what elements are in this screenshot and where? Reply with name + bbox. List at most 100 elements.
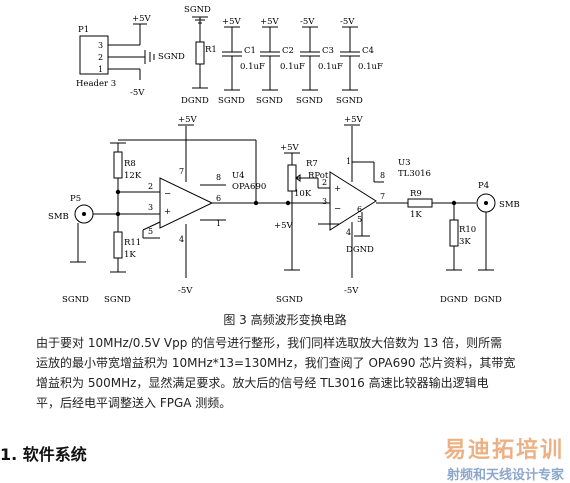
- svg-text:P5: P5: [70, 194, 81, 204]
- svg-text:-5V: -5V: [178, 286, 193, 296]
- svg-text:SGND: SGND: [296, 96, 323, 106]
- svg-text:+5V: +5V: [260, 17, 280, 27]
- svg-text:DGND: DGND: [474, 295, 502, 305]
- potentiometer-r7: +5V R7 RPot 10K SGND: [276, 143, 330, 305]
- svg-text:2: 2: [148, 182, 153, 191]
- capacitor-c1: +5V C1 0.1uF SGND: [218, 17, 265, 106]
- svg-text:DGND: DGND: [181, 96, 209, 106]
- circuit-schematic: P1 3 2 1 Header 3 +5V SGND -5V SGND R1 D…: [48, 5, 520, 305]
- svg-text:7: 7: [179, 167, 184, 176]
- resistor-r10: R10 3K DGND: [440, 203, 476, 305]
- paragraph-line: 平，后经电平调整送入 FPGA 测频。: [36, 396, 232, 410]
- svg-text:6: 6: [357, 205, 362, 214]
- svg-text:+5V: +5V: [280, 143, 300, 153]
- watermark-logo: 易迪拓培训 射频和天线设计专家: [444, 432, 564, 483]
- svg-text:3: 3: [322, 197, 327, 206]
- svg-text:5: 5: [357, 215, 362, 224]
- svg-text:-5V: -5V: [344, 286, 359, 296]
- svg-text:SMB: SMB: [48, 212, 69, 222]
- connector-p4: P4 SMB DGND: [474, 181, 520, 305]
- svg-text:R7: R7: [306, 159, 318, 169]
- watermark-line1: 易迪拓培训: [443, 438, 564, 463]
- svg-text:P4: P4: [478, 181, 489, 191]
- svg-text:10K: 10K: [294, 189, 312, 199]
- svg-text:OPA690: OPA690: [232, 182, 266, 192]
- header-p1: P1 3 2 1 Header 3 +5V SGND -5V: [76, 14, 185, 98]
- svg-text:0.1uF: 0.1uF: [358, 62, 383, 72]
- paragraph-line: 由于要对 10MHz/0.5V Vpp 的信号进行整形，我们同样选取放大倍数为 …: [36, 336, 503, 350]
- figure-caption: 图 3 高频波形变换电路: [223, 313, 347, 327]
- svg-text:SMB: SMB: [499, 200, 520, 210]
- svg-text:SGND: SGND: [184, 5, 211, 15]
- svg-text:R8: R8: [124, 159, 136, 169]
- svg-text:12K: 12K: [124, 171, 142, 181]
- svg-text:SGND: SGND: [276, 295, 303, 305]
- resistor-r8: R8 12K: [110, 142, 160, 193]
- svg-text:-5V: -5V: [130, 88, 145, 98]
- svg-text:1K: 1K: [410, 210, 422, 220]
- svg-text:7: 7: [380, 192, 385, 201]
- svg-text:+5V: +5V: [222, 17, 242, 27]
- svg-text:SGND: SGND: [104, 295, 131, 305]
- watermark-line2: 射频和天线设计专家: [446, 468, 564, 483]
- svg-text:SGND: SGND: [62, 295, 89, 305]
- capacitor-c2: +5V C2 0.1uF SGND: [256, 17, 305, 106]
- svg-text:U3: U3: [398, 158, 411, 168]
- svg-text:4: 4: [346, 228, 351, 237]
- svg-text:1: 1: [98, 65, 103, 74]
- svg-text:SGND: SGND: [256, 96, 283, 106]
- svg-text:6: 6: [216, 194, 221, 203]
- svg-text:+5V: +5V: [132, 14, 152, 24]
- svg-text:R11: R11: [124, 238, 141, 248]
- svg-text:+5V: +5V: [274, 221, 294, 231]
- comparator-u3: + − 2 3 1 8 7 6 5 4 U3 TL3016 +5V -5V +5…: [274, 115, 431, 296]
- svg-text:P1: P1: [78, 25, 89, 35]
- resistor-r1: SGND R1 DGND: [181, 5, 217, 106]
- svg-text:C3: C3: [322, 46, 334, 56]
- svg-text:0.1uF: 0.1uF: [280, 62, 305, 72]
- svg-text:+5V: +5V: [178, 115, 198, 125]
- svg-text:1K: 1K: [124, 250, 136, 260]
- svg-text:-5V: -5V: [340, 17, 355, 27]
- svg-text:R1: R1: [205, 45, 217, 55]
- svg-text:C4: C4: [362, 46, 374, 56]
- svg-text:3K: 3K: [459, 237, 471, 247]
- svg-text:8: 8: [216, 173, 221, 182]
- svg-text:+: +: [334, 184, 341, 194]
- svg-text:R10: R10: [459, 225, 476, 235]
- svg-text:DGND: DGND: [346, 245, 374, 255]
- svg-text:SGND: SGND: [336, 96, 363, 106]
- svg-text:-5V: -5V: [300, 17, 315, 27]
- svg-text:Header 3: Header 3: [76, 79, 116, 89]
- svg-text:C2: C2: [282, 46, 294, 56]
- resistor-r11: R11 1K SGND: [104, 192, 141, 305]
- svg-text:3: 3: [148, 203, 153, 212]
- capacitor-c3: -5V C3 0.1uF SGND: [296, 17, 343, 106]
- svg-text:SGND: SGND: [218, 96, 245, 106]
- svg-text:SGND: SGND: [158, 52, 185, 62]
- svg-text:0.1uF: 0.1uF: [240, 62, 265, 72]
- svg-text:3: 3: [98, 41, 103, 50]
- svg-text:8: 8: [380, 171, 385, 180]
- svg-text:RPot: RPot: [308, 171, 329, 181]
- svg-text:0.1uF: 0.1uF: [318, 62, 343, 72]
- svg-text:2: 2: [98, 53, 103, 62]
- paragraph-line: 运放的最小带宽增益积为 10MHz*13=130MHz，我们查阅了 OPA690…: [36, 356, 516, 370]
- body-paragraph: 由于要对 10MHz/0.5V Vpp 的信号进行整形，我们同样选取放大倍数为 …: [36, 333, 556, 413]
- paragraph-line: 增益积为 500MHz，显然满足要求。放大后的信号经 TL3016 高速比较器输…: [36, 376, 489, 390]
- svg-text:4: 4: [179, 235, 184, 244]
- svg-text:DGND: DGND: [440, 295, 468, 305]
- feedback-net: [115, 139, 259, 217]
- svg-text:R9: R9: [410, 189, 422, 199]
- capacitor-c4: -5V C4 0.1uF SGND: [336, 17, 383, 106]
- connector-p5: P5 SMB SGND: [48, 194, 120, 305]
- svg-text:+5V: +5V: [344, 115, 364, 125]
- opamp-u4: − + 2 3 5 7 8 6 1 4 U4 OPA690 +5V -5V: [120, 115, 288, 296]
- svg-text:2: 2: [322, 178, 327, 187]
- svg-text:U4: U4: [232, 171, 245, 181]
- resistor-r9: R9 1K: [376, 189, 476, 220]
- svg-text:TL3016: TL3016: [398, 169, 431, 179]
- section-heading: 1. 软件系统: [0, 445, 87, 464]
- svg-text:−: −: [164, 189, 171, 199]
- svg-text:C1: C1: [244, 46, 256, 56]
